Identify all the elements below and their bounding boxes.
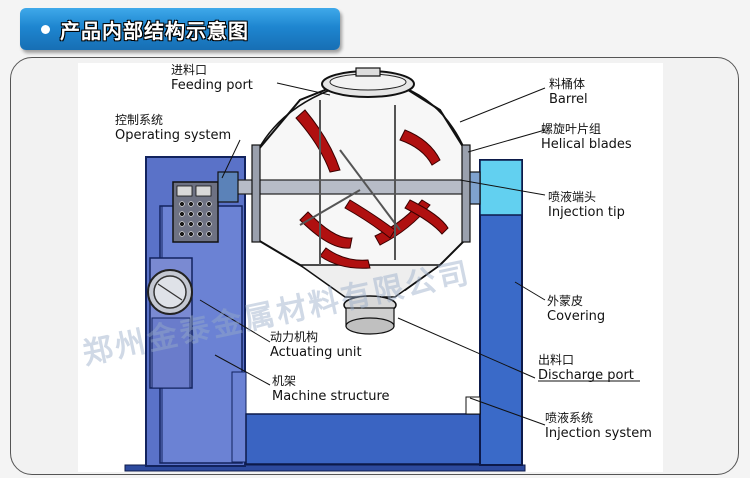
helical-blades (295, 109, 449, 269)
section-header: 产品内部结构示意图 (20, 8, 340, 50)
section-title: 产品内部结构示意图 (60, 19, 249, 43)
main-shaft (227, 179, 477, 195)
bullet-dot-icon (41, 25, 50, 34)
bottom-trough (245, 413, 487, 465)
base-frame (124, 464, 526, 472)
discharge-cone (297, 264, 443, 298)
